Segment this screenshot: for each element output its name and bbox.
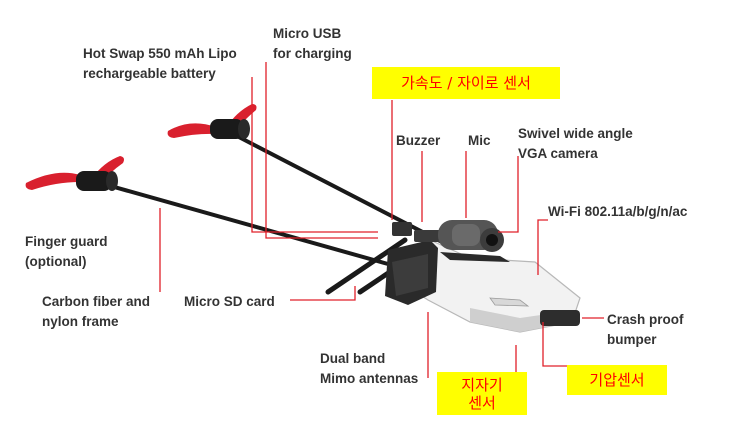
label-camera: Swivel wide angle VGA camera bbox=[518, 126, 633, 161]
label-finger-guard: Finger guard (optional) bbox=[25, 234, 108, 269]
vga-camera bbox=[438, 220, 510, 262]
leader-usb bbox=[265, 62, 378, 239]
label-barometer-sensor: 기압센서 bbox=[567, 365, 667, 395]
label-magnetometer-sensor: 지자기 센서 bbox=[437, 372, 527, 415]
label-battery: Hot Swap 550 mAh Lipo rechargeable batte… bbox=[83, 46, 237, 81]
crash-bumper bbox=[540, 310, 580, 326]
label-frame: Carbon fiber and nylon frame bbox=[42, 294, 151, 329]
label-accel-gyro-sensor: 가속도 / 자이로 센서 bbox=[372, 67, 560, 99]
drone-body bbox=[385, 220, 581, 333]
leader-sd-card bbox=[290, 286, 356, 301]
label-sd-card: Micro SD card bbox=[184, 294, 275, 309]
label-wifi: Wi-Fi 802.11a/b/g/n/ac bbox=[548, 204, 688, 219]
label-micro-usb: Micro USB for charging bbox=[273, 26, 352, 61]
propeller-left bbox=[25, 156, 124, 191]
leader-battery bbox=[251, 77, 378, 233]
rear-arm-left bbox=[98, 181, 390, 266]
label-buzzer: Buzzer bbox=[396, 133, 441, 148]
propeller-top bbox=[167, 104, 257, 139]
leader-wifi bbox=[537, 219, 548, 275]
leader-barometer bbox=[542, 322, 568, 367]
front-arm-left bbox=[325, 237, 408, 295]
leader-camera bbox=[498, 156, 519, 233]
leader-lines bbox=[159, 62, 604, 378]
label-mic: Mic bbox=[468, 133, 491, 148]
label-antennas: Dual band Mimo antennas bbox=[320, 351, 419, 386]
label-bumper: Crash proof bumper bbox=[607, 312, 684, 347]
